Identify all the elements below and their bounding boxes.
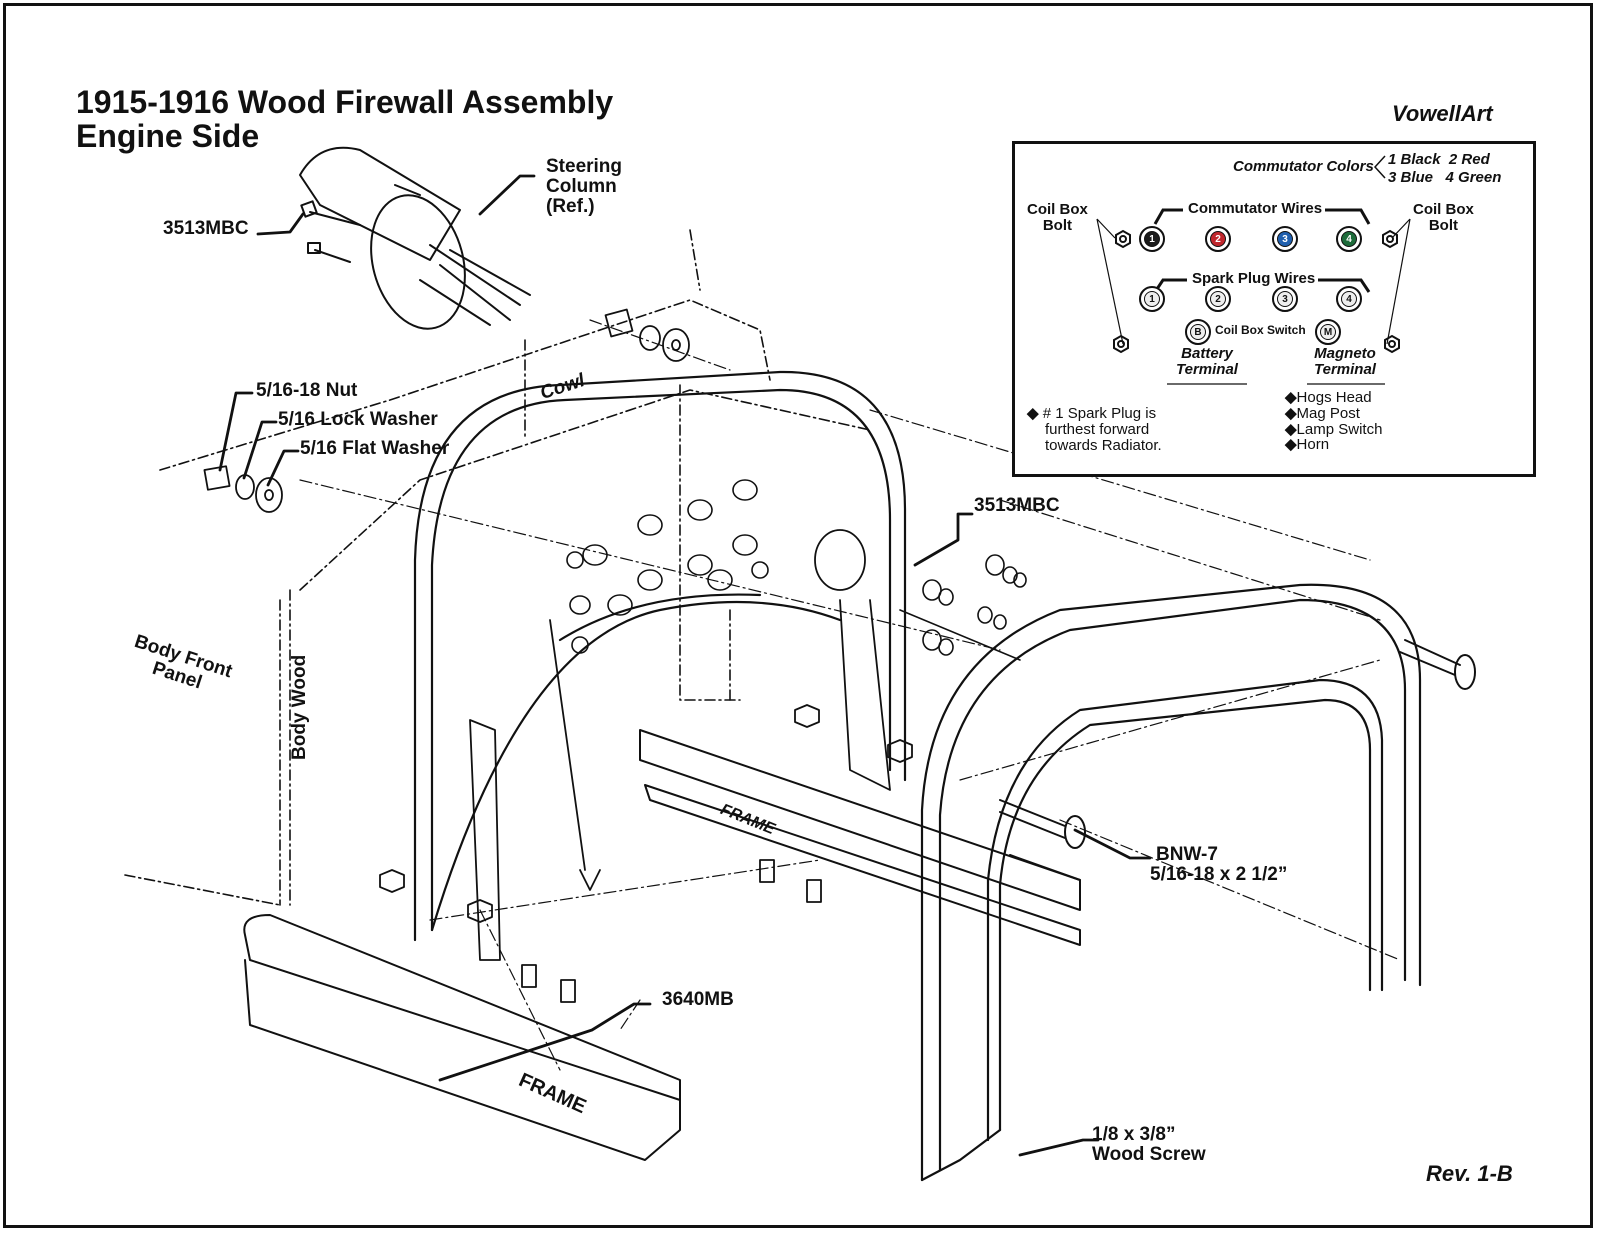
note-line: ◆ # 1 Spark Plug is [1027, 405, 1157, 422]
lock-washer-callout: 5/16 Lock Washer [278, 409, 438, 430]
spark-plug-terminal-2: 2 [1205, 286, 1231, 312]
magneto-item: ◆Hogs Head [1285, 389, 1372, 406]
spark-plug-terminal-3-label: 3 [1277, 291, 1293, 307]
magneto-item: ◆Mag Post [1285, 404, 1360, 422]
color-red: 2 Red [1448, 151, 1490, 168]
diagram-title: 1915-1916 Wood Firewall Assembly Engine … [76, 84, 614, 154]
commutator-terminal-4-label: 4 [1341, 231, 1357, 247]
callout-line: BNW-7 [1156, 844, 1218, 865]
spark-plug-terminal-3: 3 [1272, 286, 1298, 312]
spark-plug-terminal-4: 4 [1336, 286, 1362, 312]
bnw-7-callout: BNW-7 5/16-18 x 2 1/2” [1150, 845, 1287, 885]
callout-line: 5/16-18 x 2 1/2” [1150, 863, 1288, 885]
callout-line: Wood Screw [1092, 1143, 1206, 1165]
spark-plug-terminal-1: 1 [1139, 286, 1165, 312]
label-line: Bolt [1428, 216, 1458, 234]
revision-label: Rev. 1-B [1426, 1161, 1513, 1186]
cowl-phantom-lines [124, 229, 871, 906]
commutator-terminal-2: 2 [1205, 226, 1231, 252]
callout-line: 1/8 x 3/8” [1092, 1124, 1176, 1145]
frame-rail-rear [639, 729, 1081, 946]
hardware-left [203, 465, 283, 513]
spark-plug-wires-label: Spark Plug Wires [1189, 271, 1319, 287]
bolt-callout-3513mbc-top: 3513MBC [163, 218, 249, 239]
label-line: Bolt [1042, 216, 1072, 234]
magneto-terminal-label: Magneto Terminal [1305, 346, 1385, 378]
note-line: towards Radiator. [1045, 436, 1162, 454]
commutator-colors-row-1: 1 Black 2 Red [1388, 152, 1490, 168]
label-line: Coil Box [1413, 201, 1474, 218]
steering-column [299, 146, 531, 330]
color-black: 1 Black [1388, 151, 1441, 168]
spark-plug-terminal-2-label: 2 [1210, 291, 1226, 307]
label-line: Coil Box [1027, 201, 1088, 218]
page-border [3, 3, 1593, 1228]
frame-rail-front [243, 914, 681, 1161]
battery-terminal-icon: B [1185, 319, 1211, 345]
brand-label: VowellArt [1392, 101, 1493, 126]
coil-box-bolt-icons [1113, 229, 1400, 354]
steering-column-callout: Steering Column (Ref.) [546, 157, 622, 217]
body-wood-label: Body Wood [289, 654, 310, 760]
title-line-1: 1915-1916 Wood Firewall Assembly [76, 84, 614, 120]
coil-box-bolt-left-label: Coil Box Bolt [1027, 202, 1088, 234]
callout-line: Column [546, 175, 617, 197]
commutator-terminal-2-label: 2 [1210, 231, 1226, 247]
commutator-terminal-4: 4 [1336, 226, 1362, 252]
magneto-item-list: ◆Hogs Head ◆Mag Post ◆Lamp Switch ◆Horn [1285, 390, 1382, 453]
commutator-colors-label: Commutator Colors [1233, 158, 1374, 175]
magneto-item: ◆Horn [1285, 436, 1330, 454]
label-line: Terminal [1176, 360, 1238, 378]
switch-mount [814, 529, 866, 591]
callout-line: (Ref.) [546, 195, 595, 217]
magneto-terminal-icon-label: M [1320, 324, 1336, 340]
commutator-terminal-3: 3 [1272, 226, 1298, 252]
spark-plug-note: ◆ # 1 Spark Plug is furthest forward tow… [1027, 406, 1162, 453]
terminal-studs [566, 479, 769, 654]
commutator-terminal-3-label: 3 [1277, 231, 1293, 247]
bracket-callout-3640mb: 3640MB [662, 989, 734, 1010]
color-green: 4 Green [1445, 169, 1502, 186]
leader-lines [218, 174, 1152, 1157]
coil-box-bolt-right-label: Coil Box Bolt [1413, 202, 1474, 234]
hardware-cowl [604, 308, 690, 362]
spark-plug-terminal-4-label: 4 [1341, 291, 1357, 307]
title-line-2: Engine Side [76, 117, 260, 154]
label-line: Terminal [1314, 360, 1376, 378]
spark-plug-terminal-1-label: 1 [1144, 291, 1160, 307]
hardware-right [899, 554, 1027, 661]
label-line: Magneto [1314, 345, 1376, 362]
frame-bolts [379, 704, 913, 1003]
coil-box-switch-label: Coil Box Switch [1215, 323, 1306, 337]
bolt-callout-3513mbc-right: 3513MBC [974, 495, 1060, 516]
callout-line: Steering [546, 156, 623, 177]
commutator-colors-row-2: 3 Blue 4 Green [1388, 170, 1501, 186]
commutator-terminal-1: 1 [1139, 226, 1165, 252]
wood-screw-callout: 1/8 x 3/8” Wood Screw [1092, 1125, 1206, 1165]
label-line: Battery [1181, 345, 1233, 362]
magneto-item: ◆Lamp Switch [1285, 420, 1383, 438]
wiring-legend-box: Commutator Colors 1 Black 2 Red 3 Blue 4… [1012, 141, 1536, 477]
nut-callout: 5/16-18 Nut [256, 380, 358, 401]
magneto-terminal-icon: M [1315, 319, 1341, 345]
color-blue: 3 Blue [1388, 169, 1434, 186]
flat-washer-callout: 5/16 Flat Washer [300, 438, 450, 459]
battery-terminal-icon-label: B [1190, 324, 1206, 340]
brackets [469, 599, 891, 961]
firewall-board [413, 370, 907, 942]
firewall-frame [920, 583, 1422, 1182]
carriage-bolt [999, 639, 1476, 849]
commutator-terminal-1-label: 1 [1144, 231, 1160, 247]
battery-terminal-label: Battery Terminal [1167, 346, 1247, 378]
note-line: furthest forward [1045, 420, 1150, 438]
commutator-wires-label: Commutator Wires [1185, 201, 1326, 217]
